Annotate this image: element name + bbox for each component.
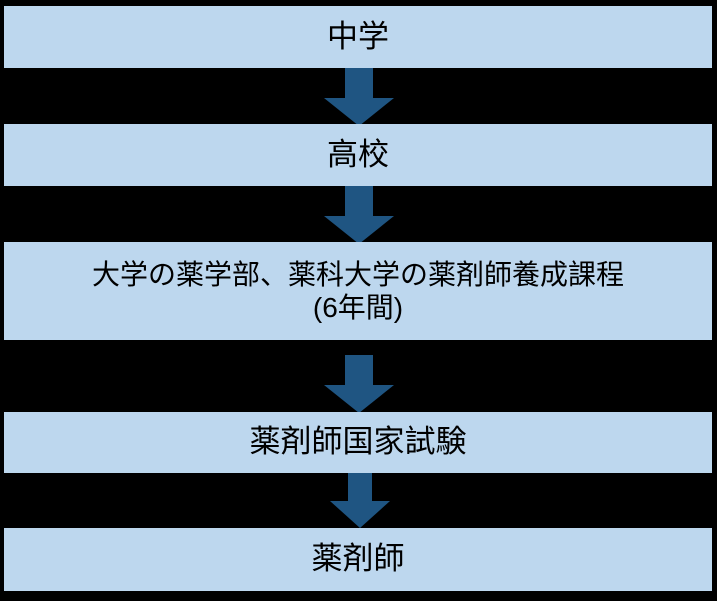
flow-node-national-exam: 薬剤師国家試験 <box>4 412 712 473</box>
flow-node-label: 大学の薬学部、薬科大学の薬剤師養成課程 (6年間) <box>91 258 624 323</box>
flow-node-pharmacy-program: 大学の薬学部、薬科大学の薬剤師養成課程 (6年間) <box>4 242 712 340</box>
flow-node-pharmacist: 薬剤師 <box>4 528 712 591</box>
flow-node-label: 高校 <box>327 136 389 172</box>
flow-node-junior-high-school: 中学 <box>4 6 712 68</box>
flow-node-label: 中学 <box>327 18 389 54</box>
down-arrow-icon <box>324 186 394 244</box>
flow-node-label: 薬剤師 <box>311 541 405 577</box>
flow-node-high-school: 高校 <box>4 124 712 186</box>
down-arrow-icon <box>330 473 390 528</box>
down-arrow-icon <box>324 68 394 126</box>
down-arrow-icon <box>324 355 394 413</box>
flow-node-label: 薬剤師国家試験 <box>249 424 467 460</box>
